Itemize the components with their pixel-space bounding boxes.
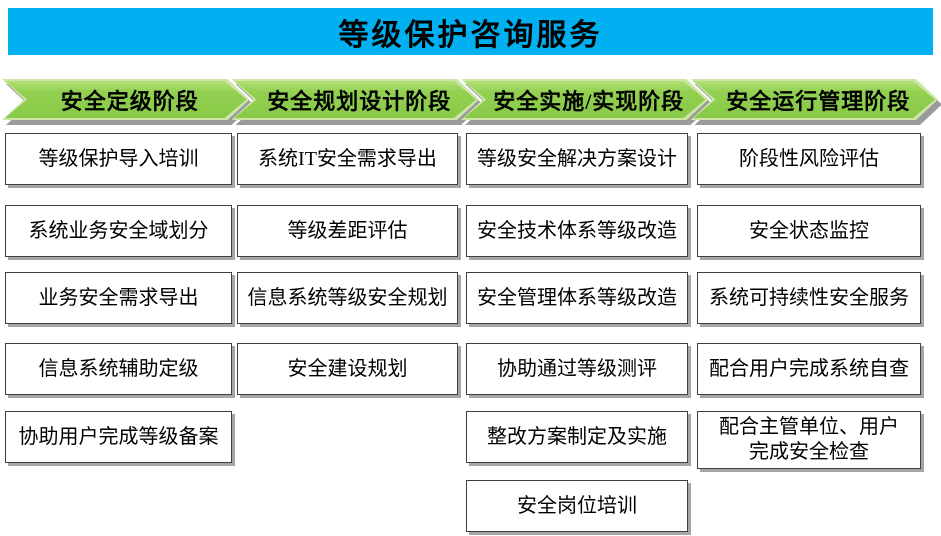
box-label: 系统业务安全域划分 <box>28 219 209 242</box>
box-label-line2: 完成安全检查 <box>749 441 869 463</box>
phase-arrow-2-label: 安全规划设计阶段 <box>235 81 477 118</box>
diagram-title: 等级保护咨询服务 <box>8 8 933 55</box>
phase1-item-2: 系统业务安全域划分 <box>5 205 232 257</box>
box-label: 信息系统等级安全规划 <box>247 286 448 309</box>
box-label: 安全技术体系等级改造 <box>477 219 677 242</box>
phase4-item-1: 阶段性风险评估 <box>697 133 921 185</box>
box-label: 安全管理体系等级改造 <box>477 286 677 309</box>
phase-arrow-row: 安全定级阶段 安全规划设计阶段 安全实施/实现阶段 安全运行管理阶段 <box>2 79 938 120</box>
box-label: 信息系统辅助定级 <box>38 357 199 380</box>
phase1-item-5: 协助用户完成等级备案 <box>5 411 232 463</box>
phase1-item-3: 业务安全需求导出 <box>5 272 232 324</box>
box-label: 阶段性风险评估 <box>739 147 879 170</box>
box-label: 业务安全需求导出 <box>38 286 199 309</box>
phase3-item-2: 安全技术体系等级改造 <box>466 205 688 257</box>
phase-arrow-4: 安全运行管理阶段 <box>691 79 939 120</box>
box-label: 整改方案制定及实施 <box>487 425 667 448</box>
phase3-item-1: 等级安全解决方案设计 <box>466 133 688 185</box>
phase4-item-2: 安全状态监控 <box>697 205 921 257</box>
phase-arrow-2: 安全规划设计阶段 <box>232 79 480 120</box>
box-label: 协助通过等级测评 <box>497 357 657 380</box>
phase4-item-3: 系统可持续性安全服务 <box>697 272 921 324</box>
box-label: 安全建设规划 <box>287 357 408 380</box>
phase-arrow-3-label: 安全实施/实现阶段 <box>464 81 706 118</box>
box-label: 配合用户完成系统自查 <box>709 357 909 380</box>
box-label: 系统可持续性安全服务 <box>709 286 909 309</box>
phase3-item-5: 整改方案制定及实施 <box>466 411 688 463</box>
box-label: 安全岗位培训 <box>517 494 637 517</box>
box-label: 系统IT安全需求导出 <box>258 147 437 170</box>
phase2-item-1: 系统IT安全需求导出 <box>237 133 458 185</box>
phase-arrow-1: 安全定级阶段 <box>2 79 250 120</box>
phase-arrow-1-label: 安全定级阶段 <box>5 81 247 118</box>
box-label: 等级保护导入培训 <box>38 147 199 170</box>
phase1-item-4: 信息系统辅助定级 <box>5 343 232 395</box>
phase4-item-4: 配合用户完成系统自查 <box>697 343 921 395</box>
box-label: 等级差距评估 <box>287 219 408 242</box>
phase1-item-1: 等级保护导入培训 <box>5 133 232 185</box>
phase2-item-4: 安全建设规划 <box>237 343 458 395</box>
phase-arrow-4-label: 安全运行管理阶段 <box>694 81 936 118</box>
phase4-item-5: 配合主管单位、用户 完成安全检查 <box>697 411 921 469</box>
phase3-item-3: 安全管理体系等级改造 <box>466 272 688 324</box>
phase2-item-3: 信息系统等级安全规划 <box>237 272 458 324</box>
box-label-line1: 配合主管单位、用户 <box>719 416 899 438</box>
box-label: 安全状态监控 <box>749 219 869 242</box>
box-label: 等级安全解决方案设计 <box>477 147 677 170</box>
box-label: 协助用户完成等级备案 <box>18 425 219 448</box>
phase-arrow-3: 安全实施/实现阶段 <box>461 79 709 120</box>
phase2-item-2: 等级差距评估 <box>237 205 458 257</box>
phase3-item-4: 协助通过等级测评 <box>466 343 688 395</box>
phase3-item-6: 安全岗位培训 <box>466 480 688 532</box>
